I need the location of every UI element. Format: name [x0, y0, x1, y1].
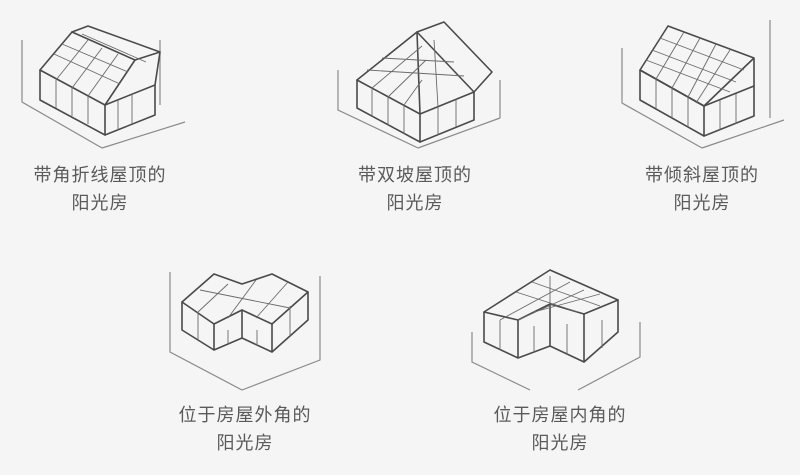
caption-broken-roof: 带角折线屋顶的 阳光房: [20, 162, 180, 218]
caption-line-2: 阳光房: [531, 433, 589, 454]
caption-line-2: 阳光房: [386, 193, 444, 214]
caption-inner-corner: 位于房屋内角的 阳光房: [480, 402, 640, 458]
caption-line-1: 带双坡屋顶的: [358, 165, 472, 186]
caption-sloped-roof: 带倾斜屋顶的 阳光房: [622, 162, 782, 218]
caption-line-2: 阳光房: [673, 193, 731, 214]
sunroom-outer-corner-illustration: [160, 262, 330, 397]
sunroom-sloped-roof-illustration: [612, 8, 792, 153]
caption-outer-corner: 位于房屋外角的 阳光房: [165, 402, 325, 458]
caption-line-1: 带角折线屋顶的: [33, 165, 167, 186]
caption-gable-roof: 带双坡屋顶的 阳光房: [335, 162, 495, 218]
sunroom-inner-corner-illustration: [460, 262, 650, 397]
caption-line-1: 位于房屋外角的: [178, 405, 312, 426]
sunroom-gable-roof-illustration: [322, 10, 512, 155]
sunroom-broken-roof-illustration: [10, 10, 190, 155]
caption-line-1: 带倾斜屋顶的: [645, 165, 759, 186]
caption-line-2: 阳光房: [216, 433, 274, 454]
caption-line-1: 位于房屋内角的: [493, 405, 627, 426]
caption-line-2: 阳光房: [71, 193, 129, 214]
